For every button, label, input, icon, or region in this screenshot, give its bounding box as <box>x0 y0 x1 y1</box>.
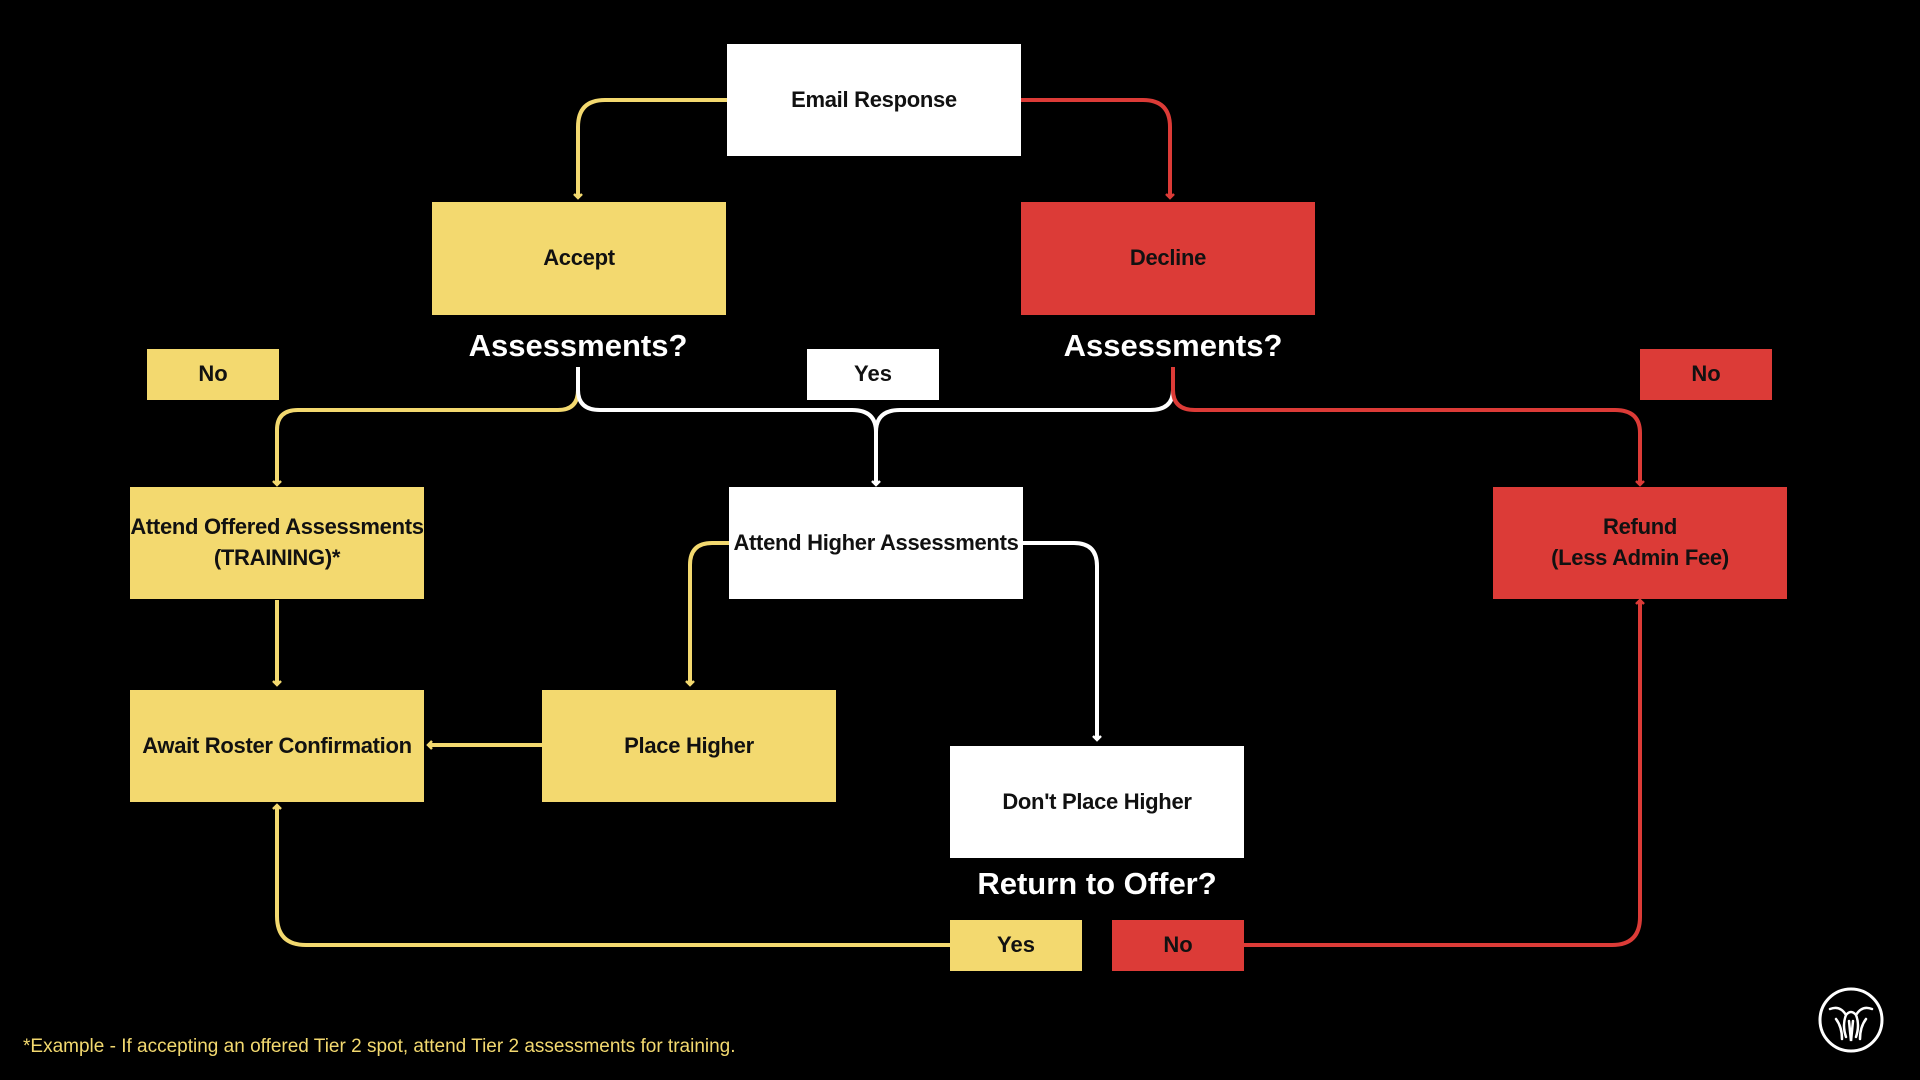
label-no-return: No <box>1112 920 1244 971</box>
question-accept-assessments: Assessments? <box>468 328 688 363</box>
edge-higher-dontplace <box>1023 541 1102 742</box>
label-yes-center-text: Yes <box>854 361 892 387</box>
label-no-right: No <box>1640 349 1772 400</box>
label-yes-center: Yes <box>807 349 939 400</box>
footnote: *Example - If accepting an offered Tier … <box>23 1036 736 1057</box>
node-await-roster-label: Await Roster Confirmation <box>142 732 412 758</box>
node-decline: Decline <box>1021 202 1315 315</box>
question-return-to-offer: Return to Offer? <box>977 866 1217 901</box>
node-attend-offered: Attend Offered Assessments (TRAINING)* <box>130 487 424 599</box>
node-dont-place-higher: Don't Place Higher <box>950 746 1244 858</box>
node-accept-label: Accept <box>543 245 615 271</box>
node-decline-label: Decline <box>1129 245 1207 271</box>
label-no-left: No <box>147 349 279 400</box>
node-dont-place-higher-label: Don't Place Higher <box>1002 788 1192 814</box>
node-attend-higher-label: Attend Higher Assessments <box>733 529 1019 555</box>
label-no-right-text: No <box>1691 361 1721 387</box>
edge-email-decline <box>1021 98 1175 200</box>
node-refund-line1: Refund <box>1603 514 1677 540</box>
node-attend-offered-line2: (TRAINING)* <box>213 545 341 570</box>
label-yes-return-text: Yes <box>997 932 1035 958</box>
label-yes-return: Yes <box>950 920 1082 971</box>
eagle-emblem-icon <box>1818 987 1884 1053</box>
edge-higher-place <box>685 541 729 687</box>
edge-email-accept <box>573 98 727 200</box>
node-refund: Refund (Less Admin Fee) <box>1493 487 1787 599</box>
edge-return-yes <box>272 803 950 947</box>
edge-accept-no <box>272 367 580 487</box>
edge-return-no <box>1244 598 1645 947</box>
node-accept: Accept <box>432 202 726 315</box>
node-refund-line2: (Less Admin Fee) <box>1551 545 1729 570</box>
node-email-response-label: Email Response <box>791 86 957 112</box>
edge-accept-yes <box>576 367 881 487</box>
label-no-return-text: No <box>1163 932 1193 958</box>
question-decline-assessments: Assessments? <box>1063 328 1283 363</box>
edge-decline-no <box>1171 367 1645 487</box>
node-place-higher-label: Place Higher <box>624 732 754 758</box>
node-await-roster: Await Roster Confirmation <box>130 690 424 802</box>
node-place-higher: Place Higher <box>542 690 836 802</box>
label-no-left-text: No <box>198 361 228 387</box>
node-attend-offered-line1: Attend Offered Assessments <box>130 514 424 540</box>
node-attend-higher: Attend Higher Assessments <box>729 487 1023 599</box>
node-email-response: Email Response <box>727 44 1021 156</box>
